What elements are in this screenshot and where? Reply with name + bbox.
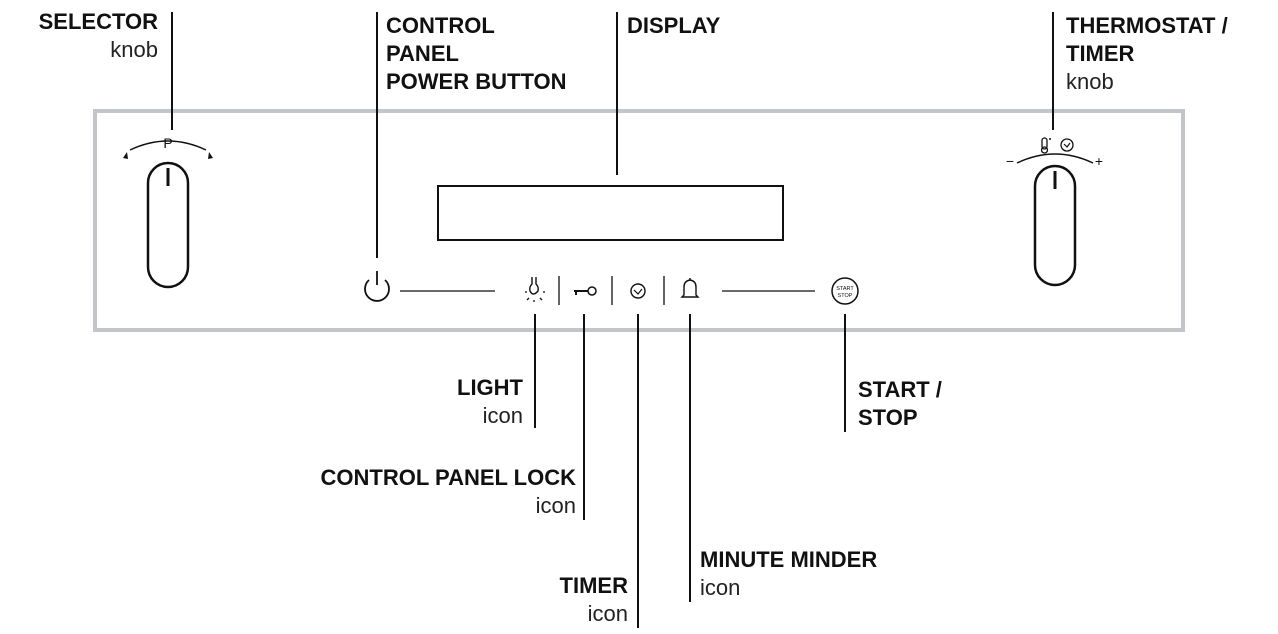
thermostat-plus: + (1095, 153, 1103, 169)
display-label: DISPLAY (627, 12, 720, 40)
lock-title: CONTROL PANEL LOCK (320, 465, 576, 490)
start-stop-button[interactable]: START STOP (831, 277, 859, 305)
light-label: LIGHT icon (457, 374, 523, 430)
start-stop-line2: STOP (858, 405, 918, 430)
selector-title: SELECTOR (38, 9, 158, 34)
lock-sub: icon (535, 493, 576, 518)
thermostat-line2: TIMER (1066, 41, 1135, 66)
power-button-label: CONTROL PANEL POWER BUTTON (386, 12, 566, 96)
timer-label: TIMER icon (560, 572, 628, 628)
power-label-line1: CONTROL (386, 13, 495, 38)
selector-sub: knob (110, 37, 158, 62)
power-label-line3: POWER BUTTON (386, 69, 567, 94)
start-stop-line1: START / (858, 377, 942, 402)
bell-icon[interactable] (680, 278, 700, 298)
selector-label: SELECTOR knob (39, 8, 158, 64)
light-sub: icon (482, 403, 523, 428)
display-title: DISPLAY (627, 13, 721, 38)
thermostat-sub: knob (1066, 69, 1114, 94)
clock-icon (1060, 138, 1074, 152)
thermostat-line1: THERMOSTAT / (1066, 13, 1228, 38)
power-label-line2: PANEL (386, 41, 459, 66)
start-stop-label: START / STOP (858, 376, 942, 432)
timer-icon[interactable] (630, 283, 646, 299)
power-button[interactable] (364, 271, 390, 302)
light-title: LIGHT (457, 375, 523, 400)
display-screen (437, 185, 784, 241)
minute-minder-sub: icon (700, 575, 741, 600)
thermostat-knob[interactable]: − + (1006, 137, 1103, 287)
selector-knob[interactable]: P (123, 135, 213, 289)
thermostat-minus: − (1006, 153, 1014, 169)
leader-lines (171, 12, 1054, 628)
start-button-line1: START (836, 286, 854, 292)
light-icon[interactable] (525, 277, 545, 302)
control-panel-frame (93, 109, 1185, 332)
thermostat-label: THERMOSTAT / TIMER knob (1066, 12, 1228, 96)
minute-minder-title: MINUTE MINDER (700, 547, 878, 572)
timer-sub: icon (587, 601, 628, 626)
minute-minder-label: MINUTE MINDER icon (700, 546, 877, 602)
selector-knob-mark: P (163, 135, 172, 151)
lock-label: CONTROL PANEL LOCK icon (321, 464, 576, 520)
key-lock-icon[interactable] (574, 286, 597, 296)
start-button-line2: STOP (838, 293, 853, 299)
timer-title: TIMER (559, 573, 628, 598)
thermometer-icon (1040, 137, 1051, 154)
